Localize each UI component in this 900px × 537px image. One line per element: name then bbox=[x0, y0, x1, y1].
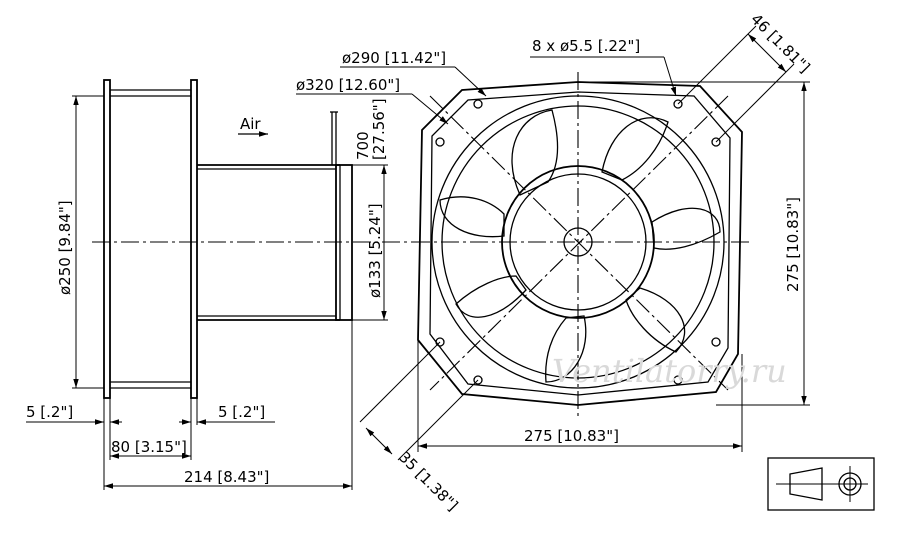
mounting-hole bbox=[473, 99, 483, 109]
dia-290-leader bbox=[454, 66, 487, 97]
mounting-hole bbox=[435, 337, 445, 347]
dim-700-label: 700 bbox=[354, 131, 372, 160]
left-flange bbox=[103, 79, 111, 399]
flange-left-label: 5 [.2"] bbox=[26, 403, 73, 421]
blade-3 bbox=[651, 207, 721, 250]
dim-700-inch-label: [27.56"] bbox=[370, 98, 388, 160]
blade-6 bbox=[455, 275, 527, 318]
holes-leader bbox=[663, 56, 677, 97]
mounting-hole bbox=[673, 99, 683, 109]
mounting-hole bbox=[711, 137, 721, 147]
blade-4 bbox=[625, 287, 686, 353]
mounting-hole bbox=[711, 337, 721, 347]
first-angle-projection-icon bbox=[767, 457, 875, 511]
air-label: Air bbox=[240, 115, 261, 133]
dim-214-label: 214 [8.43"] bbox=[184, 468, 269, 486]
mounting-hole bbox=[473, 375, 483, 385]
dim-35-line bbox=[365, 427, 393, 455]
diagonal-center-line-2 bbox=[429, 95, 729, 391]
dim-80-label: 80 [3.15"] bbox=[111, 438, 187, 456]
dim-133-label: ø133 [5.24"] bbox=[366, 203, 384, 298]
dia-320-leader bbox=[411, 93, 449, 125]
dia-320-label: ø320 [12.60"] bbox=[296, 76, 400, 94]
blade-5 bbox=[545, 315, 587, 383]
dim-46-line bbox=[747, 33, 787, 73]
dim-250-label: ø250 [9.84"] bbox=[56, 200, 74, 295]
dim-35-label: 35 [1.38"] bbox=[395, 448, 461, 514]
blade-1 bbox=[511, 109, 559, 196]
mounting-hole bbox=[435, 137, 445, 147]
dim-275-horizontal-label: 275 [10.83"] bbox=[524, 427, 619, 445]
holes-label: 8 x ø5.5 [.22"] bbox=[532, 37, 640, 55]
fan-blades bbox=[439, 109, 721, 383]
blade-7 bbox=[439, 196, 505, 238]
blade-2 bbox=[601, 117, 669, 181]
right-flange bbox=[190, 79, 198, 399]
flange-right-label: 5 [.2"] bbox=[218, 403, 265, 421]
mounting-holes bbox=[435, 99, 721, 385]
dim-275-vertical-label: 275 [10.83"] bbox=[784, 197, 802, 292]
hub-end-cap bbox=[335, 164, 353, 321]
mounting-hole bbox=[673, 375, 683, 385]
side-view: Air 700 [27.56"] ø250 [9.84"] ø133 [5.24… bbox=[26, 79, 412, 490]
dia-290-label: ø290 [11.42"] bbox=[342, 49, 446, 67]
watermark: Ventilatorry.ru bbox=[552, 352, 787, 390]
